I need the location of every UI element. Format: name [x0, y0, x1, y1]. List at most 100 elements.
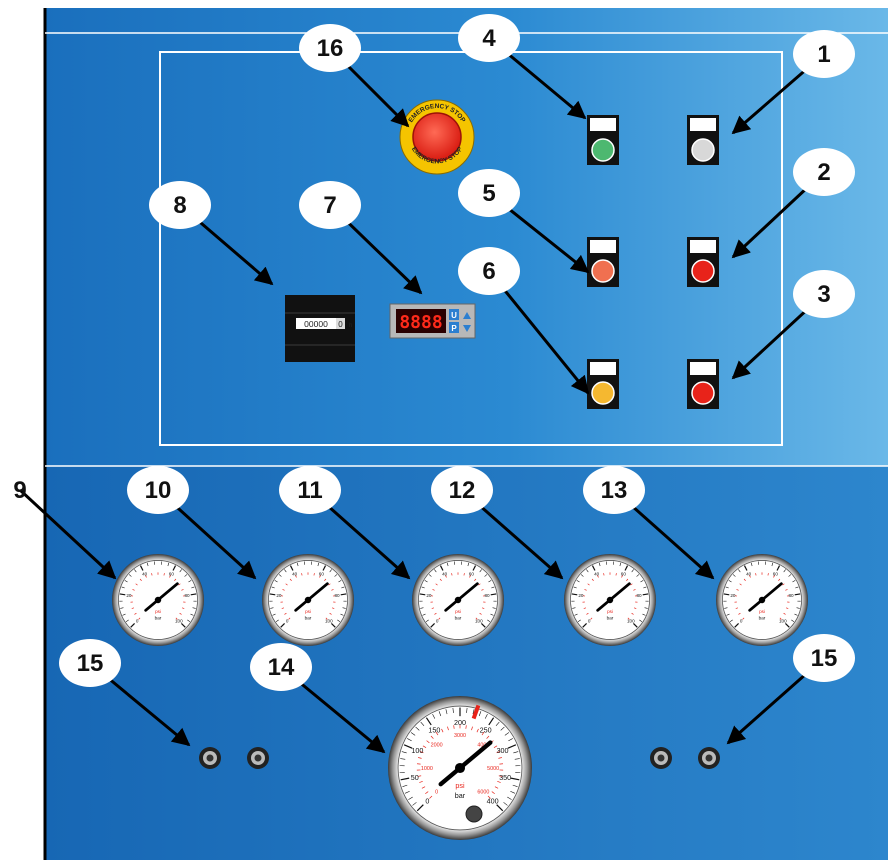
hour-meter-digits: 00000	[304, 319, 328, 329]
callout-3: 3	[731, 270, 855, 380]
callout-number: 15	[77, 650, 104, 677]
gauge-scale-label: 20	[730, 593, 736, 598]
callout-bubble	[127, 466, 189, 514]
hour-meter-last-digit: 0	[338, 320, 343, 329]
gauge-scale-label: 40	[292, 572, 298, 577]
callout-13: 13	[583, 466, 715, 580]
up-arrow-icon	[463, 312, 471, 319]
gauge-scale-label: 400	[487, 796, 499, 805]
gauge-scale-label: 100	[411, 746, 423, 755]
gauge-inner-label: 5000	[487, 766, 499, 772]
fitting-3	[650, 747, 672, 769]
gauge-needle	[596, 582, 631, 612]
callout-arrow	[487, 270, 590, 395]
callout-14: 14	[250, 643, 386, 754]
hose-fittings	[199, 747, 720, 769]
gauge-unit-bar: bar	[455, 615, 462, 620]
gauge-scale-label: 40	[442, 572, 448, 577]
gauge-inner-label: 1000	[421, 766, 433, 772]
callout-12: 12	[431, 466, 564, 580]
gauge-scale-label: 300	[497, 746, 509, 755]
gauge-needle	[294, 582, 329, 612]
callout-bubble	[59, 639, 121, 687]
callout-bubble	[458, 14, 520, 62]
gauge-scale-label: 20	[426, 593, 432, 598]
fitting-1	[199, 747, 221, 769]
callout-bubble	[458, 169, 520, 217]
gauge-scale-label: 0	[136, 619, 139, 624]
callout-bubble	[793, 270, 855, 318]
callout-15a: 15	[59, 639, 191, 747]
callout-number: 5	[482, 180, 495, 207]
fitting-2	[247, 747, 269, 769]
gauge-unit-psi: psi	[759, 609, 765, 614]
gauge-needle	[438, 740, 493, 787]
callout-number: 12	[449, 477, 476, 504]
gauge-scale-label: 60	[169, 572, 175, 577]
display-key-u: U	[451, 311, 457, 320]
gauge-scale-label: 40	[594, 572, 600, 577]
vent-plug	[465, 805, 483, 823]
callout-16: 16	[299, 24, 410, 128]
display-key-p: P	[451, 324, 457, 333]
callout-1: 1	[731, 30, 855, 135]
gauge-inner-label: 3000	[454, 733, 466, 739]
callout-number: 3	[817, 281, 830, 308]
callout-number: 1	[817, 41, 830, 68]
hour-meter-unit: h	[349, 323, 352, 329]
callout-10: 10	[127, 466, 257, 580]
gauge-scale-label: 80	[335, 593, 341, 598]
gauge-needle	[144, 582, 179, 612]
display-readout: 8888	[399, 312, 442, 333]
gauge-needle	[444, 582, 479, 612]
gauge-scale-label: 20	[126, 593, 132, 598]
gauge-scale-label: 80	[637, 593, 643, 598]
callout-5: 5	[458, 169, 590, 274]
panel-upper	[45, 8, 888, 466]
indicator-lamp-3	[687, 359, 719, 409]
gauge-scale-label: 20	[578, 593, 584, 598]
emergency-stop-button: EMERGENCY STOP EMERGENCY STOP	[399, 99, 475, 175]
gauge-scale-label: 350	[499, 773, 511, 782]
callout-bubble	[793, 634, 855, 682]
gauge-unit-bar: bar	[155, 615, 162, 620]
callout-number: 11	[297, 477, 322, 504]
callout-4: 4	[458, 14, 587, 120]
gauge-needle	[748, 582, 783, 612]
red-limit-mark	[471, 704, 481, 720]
gauge-inner-label: 6000	[477, 790, 489, 796]
gauge-inner-label: 2000	[431, 743, 443, 749]
fitting-4	[698, 747, 720, 769]
gauge-scale-label: 0	[436, 619, 439, 624]
callout-bubble	[583, 466, 645, 514]
callout-number: 14	[268, 654, 295, 681]
callout-bubble	[431, 466, 493, 514]
gauge-unit-bar: bar	[607, 615, 614, 620]
gauge-scale-label: 200	[454, 718, 466, 727]
callout-bubble	[458, 247, 520, 295]
callout-number: 10	[145, 477, 172, 504]
gauge-unit-psi: psi	[455, 781, 465, 790]
callout-number: 15	[811, 645, 838, 672]
gauge-scale-label: 150	[428, 726, 440, 735]
callout-7: 7	[299, 181, 423, 295]
indicator-lamp-6	[587, 359, 619, 409]
callout-bubble	[279, 466, 341, 514]
callout-15b: 15	[726, 634, 855, 745]
gauge-unit-bar: bar	[759, 615, 766, 620]
gauge-scale-label: 60	[621, 572, 627, 577]
gauge-scale-label: 100	[475, 619, 483, 624]
gauge-scale-label: 0	[425, 796, 429, 805]
gauge-scale-label: 40	[746, 572, 752, 577]
callout-bubble	[149, 181, 211, 229]
callout-number: 8	[173, 192, 186, 219]
callout-bubble	[250, 643, 312, 691]
gauge-scale-label: 100	[325, 619, 333, 624]
